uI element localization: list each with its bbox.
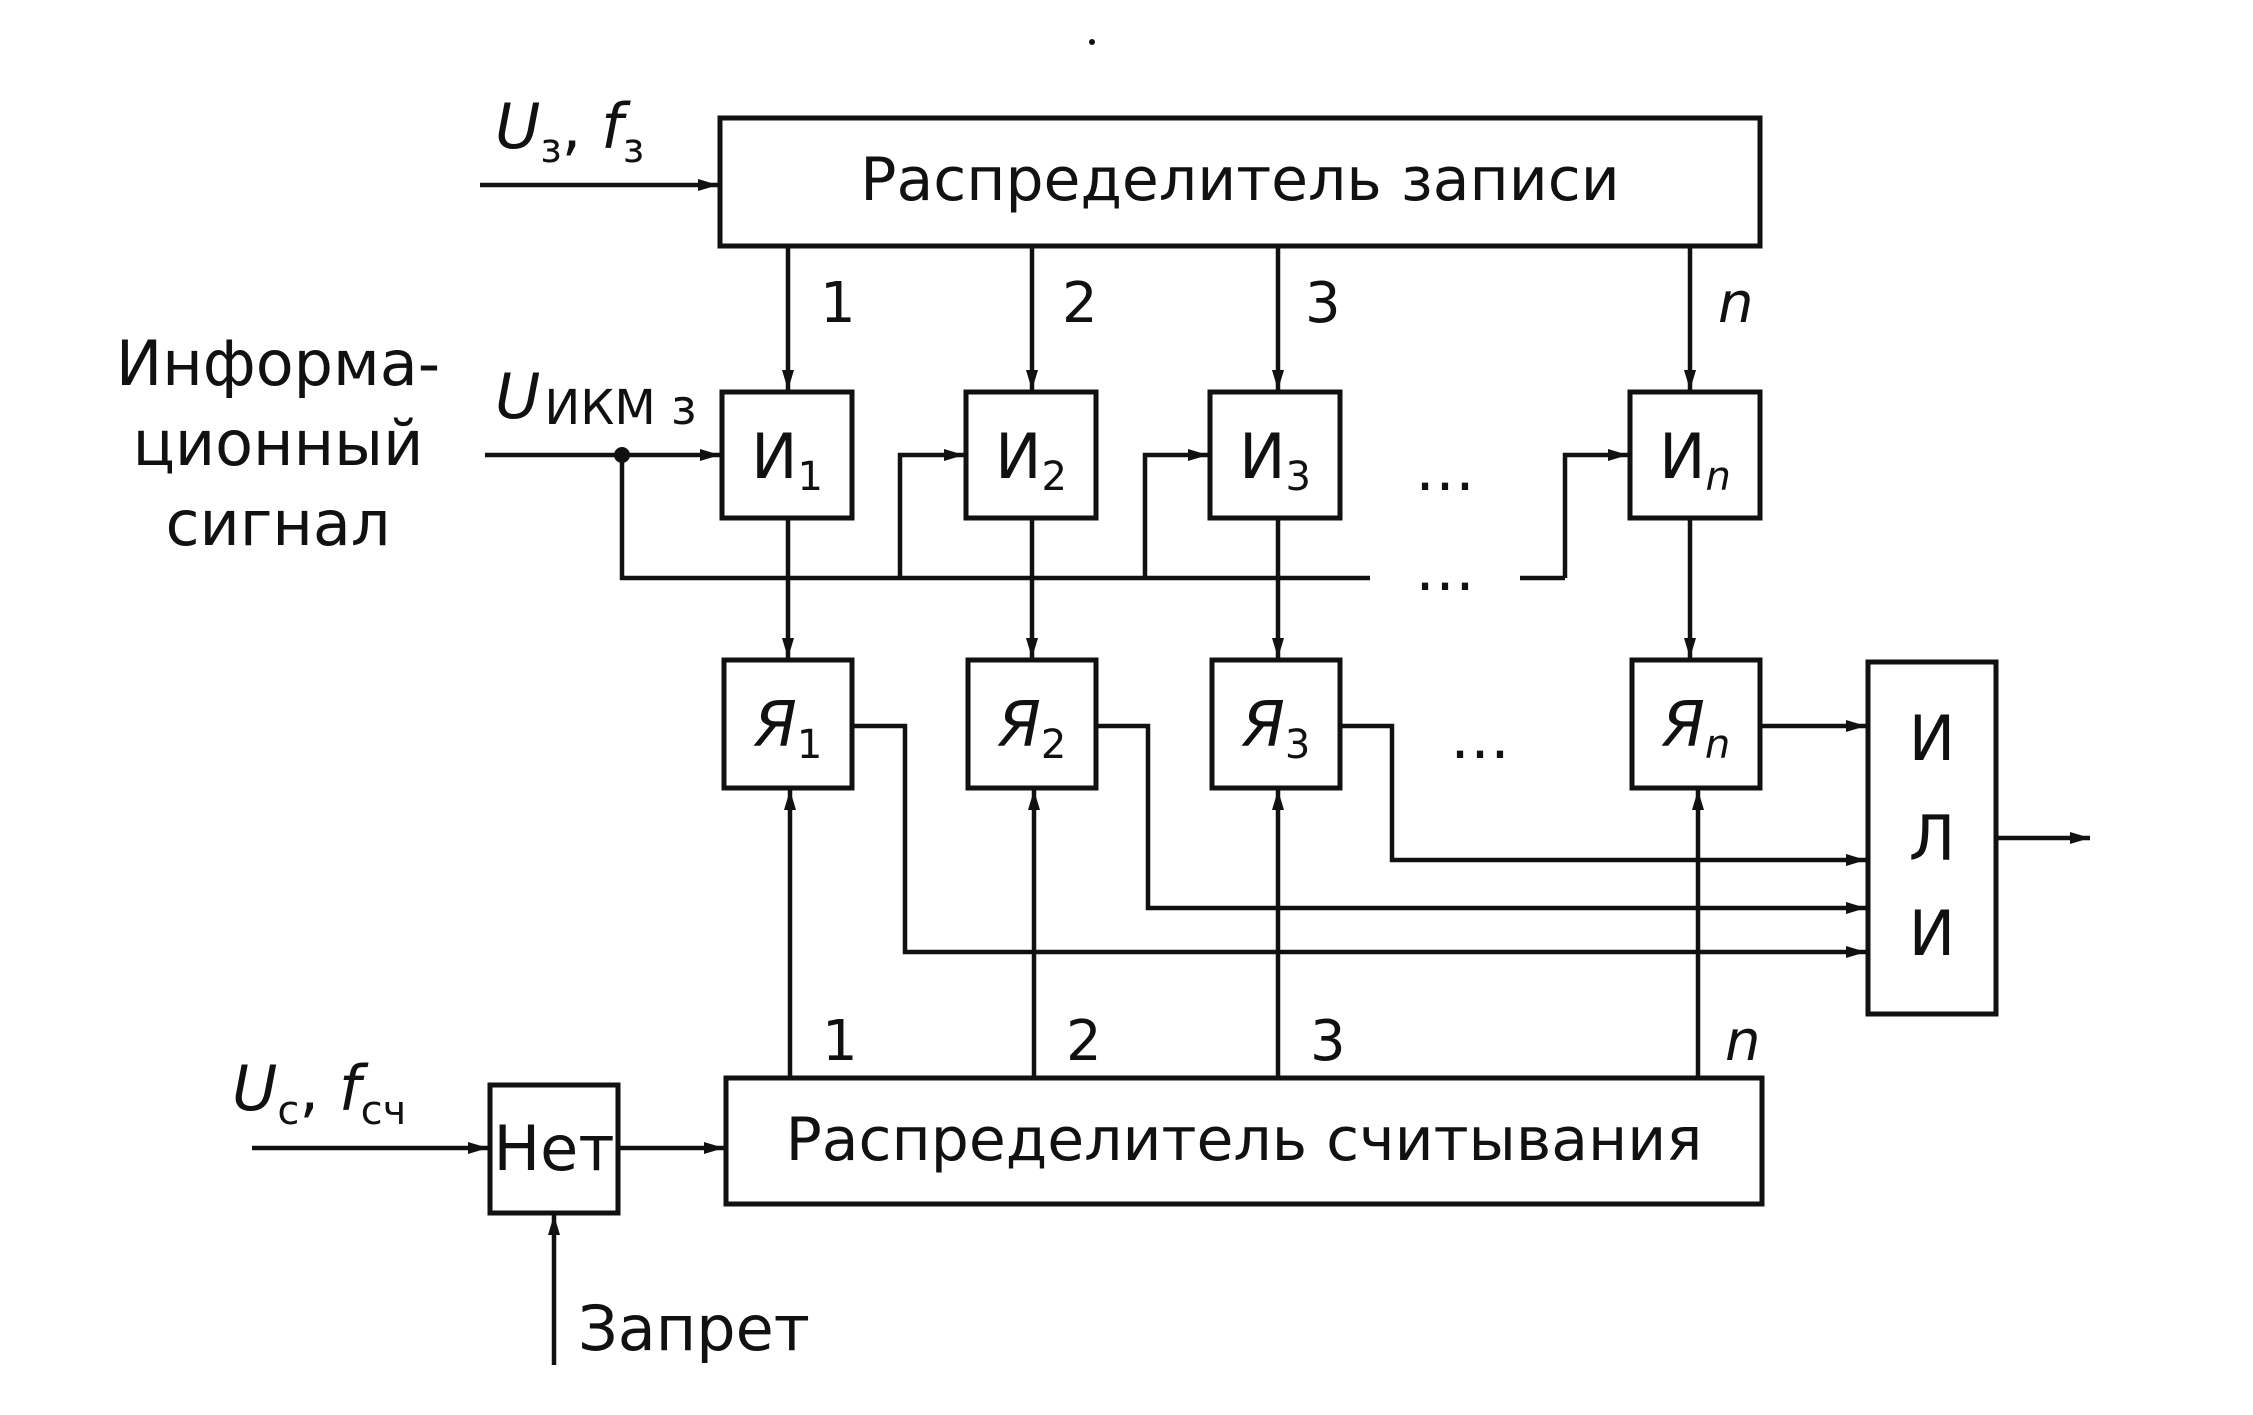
write-distributor-label: Распределитель записи xyxy=(860,145,1619,215)
or-gate-label-2: Л xyxy=(1909,802,1956,875)
cell2-to-or-arrow xyxy=(1096,723,1866,914)
or-gate-label-1: И xyxy=(1909,702,1955,775)
cell-row-ellipsis: … xyxy=(1450,703,1510,773)
inhibit-label: Запрет xyxy=(578,1292,810,1365)
cell-3-label: Я3 xyxy=(1241,688,1311,768)
info-signal-line1: Информа- xyxy=(116,327,440,400)
and-row-ellipsis: … xyxy=(1415,435,1475,505)
write-input-label: Uз, fз xyxy=(495,90,644,172)
read-output-1-label: 1 xyxy=(822,1009,858,1074)
or-gate-label-3: И xyxy=(1909,897,1955,970)
cell-1 xyxy=(721,657,855,791)
write-output-2-label: 2 xyxy=(1062,271,1098,336)
or-gate xyxy=(1865,659,1999,1017)
scan-speck xyxy=(1089,39,1095,45)
read-distributor-label: Распределитель считывания xyxy=(786,1105,1703,1175)
cell-n xyxy=(1629,657,1763,791)
cell1-to-or-arrow xyxy=(852,723,1866,958)
bus-ellipsis: … xyxy=(1415,535,1475,605)
info-bus-branch-n xyxy=(1562,449,1628,578)
and-gate-2-label: И2 xyxy=(995,420,1067,500)
read-output-3-label: 3 xyxy=(1310,1009,1346,1074)
cell-2 xyxy=(965,657,1099,791)
info-bus-branch-2 xyxy=(897,449,964,578)
info-bus-branch-3 xyxy=(1142,449,1208,578)
read-output-n-label: n xyxy=(1725,1009,1761,1074)
and-gate-n-label: Иn xyxy=(1659,420,1731,500)
write-output-1-label: 1 xyxy=(820,271,856,336)
info-signal-line3: сигнал xyxy=(165,487,390,560)
and-gate-3-label: И3 xyxy=(1239,420,1311,500)
write-output-3-label: 3 xyxy=(1305,271,1341,336)
and-gate-n xyxy=(1627,389,1763,521)
read-output-2-label: 2 xyxy=(1066,1009,1102,1074)
read-input-label: Uс, fсч xyxy=(232,1052,406,1134)
cell-2-label: Я2 xyxy=(997,688,1067,768)
write-output-n-label: n xyxy=(1718,271,1754,336)
ikm-input-label: UИКМ з xyxy=(495,360,697,436)
cell-1-label: Я1 xyxy=(753,688,823,768)
cell-n-label: Яn xyxy=(1661,688,1730,768)
info-signal-line2: ционный xyxy=(133,407,424,480)
cell3-to-or-arrow xyxy=(1340,723,1866,866)
info-bus-line-a xyxy=(619,455,1370,581)
not-gate xyxy=(487,1082,621,1216)
and-gate-1-label: И1 xyxy=(751,420,823,500)
and-gate-2 xyxy=(963,389,1099,521)
cell-3 xyxy=(1209,657,1343,791)
write-distributor-box xyxy=(717,115,1763,249)
not-gate-label: Нет xyxy=(494,1112,615,1185)
and-gate-3 xyxy=(1207,389,1343,521)
read-distributor-box xyxy=(723,1075,1765,1207)
